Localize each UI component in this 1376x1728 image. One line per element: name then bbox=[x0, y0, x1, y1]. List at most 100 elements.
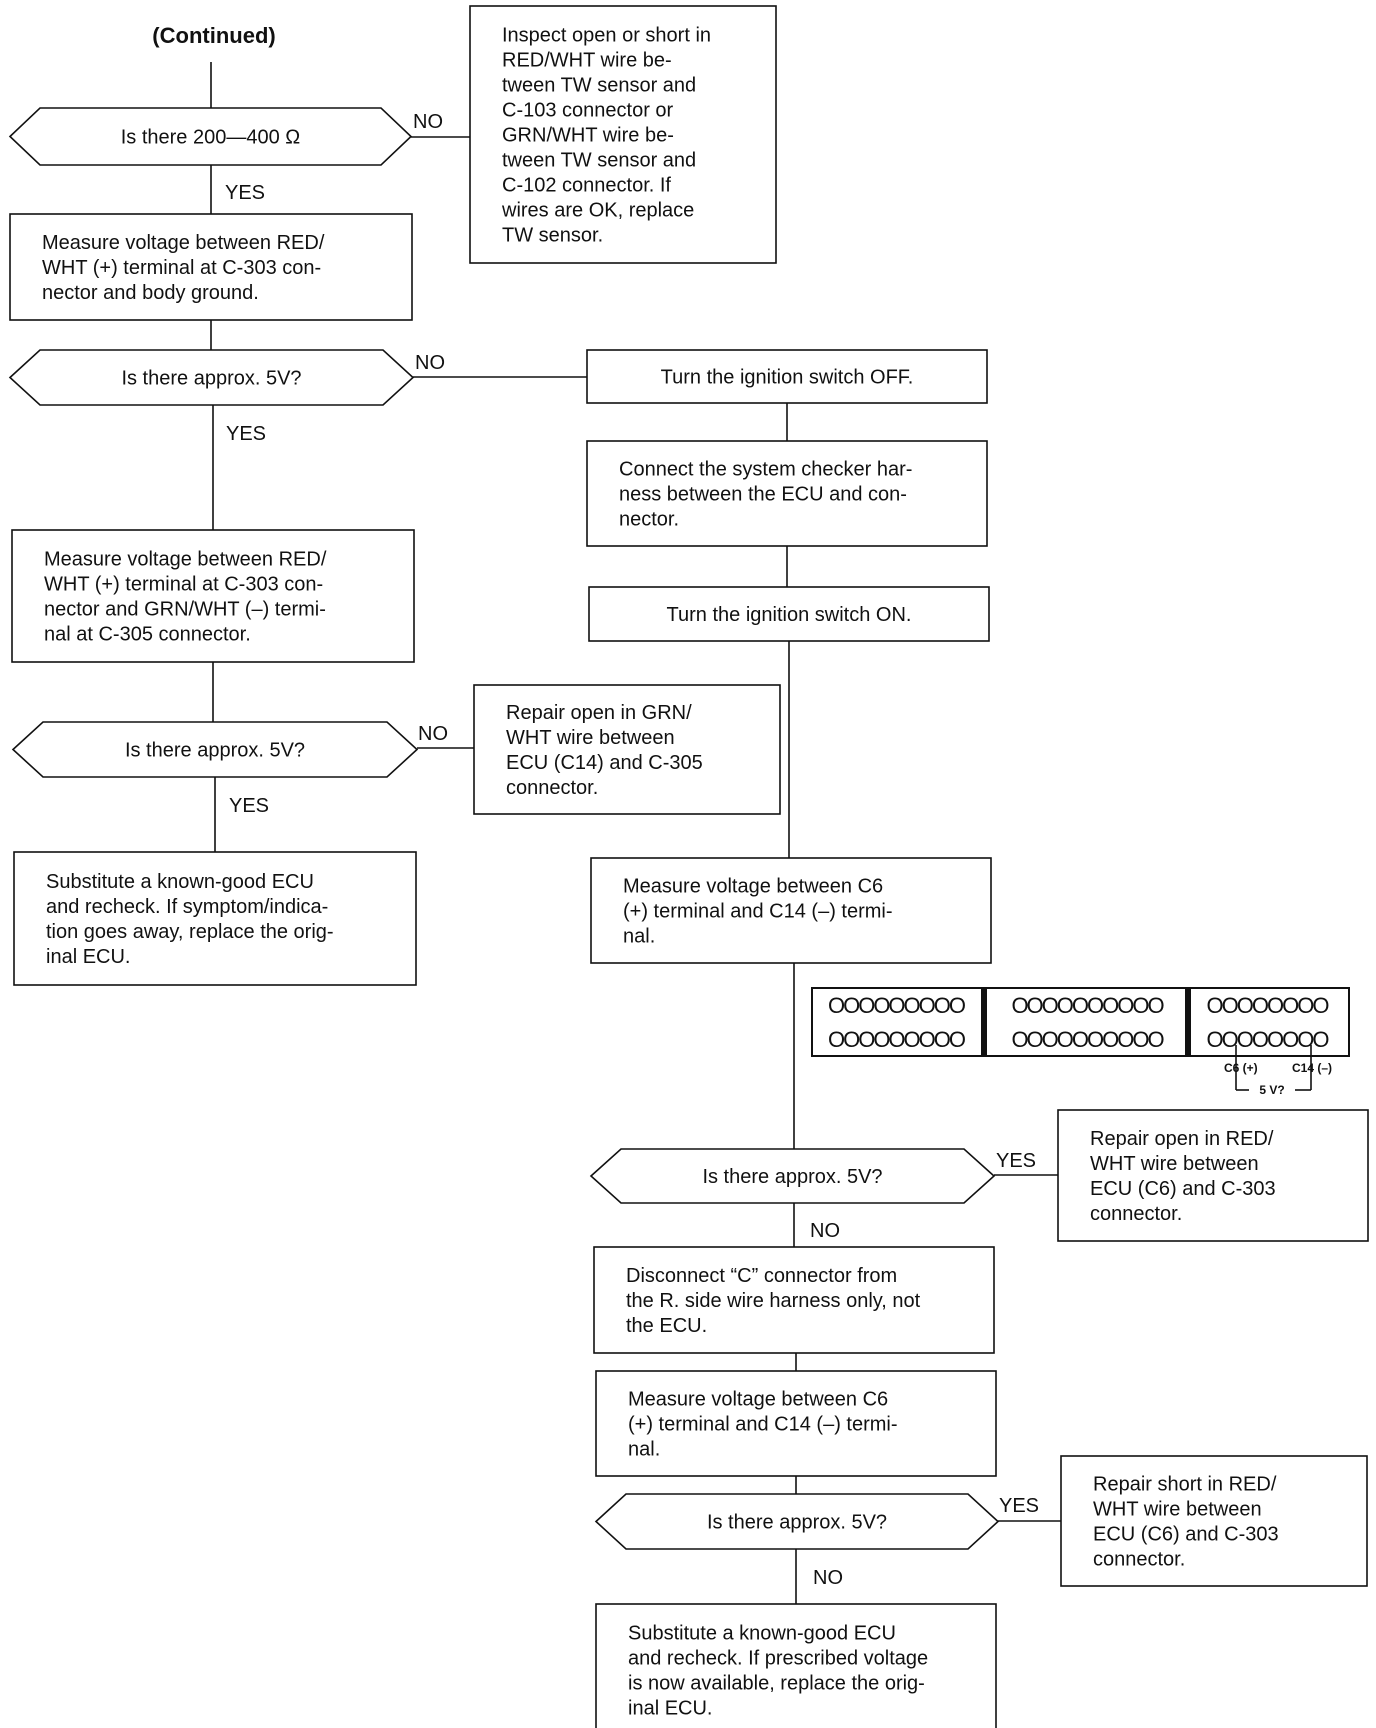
node-text-line: Inspect open or short in bbox=[502, 25, 711, 47]
node-text-line: and recheck. If prescribed voltage bbox=[628, 1648, 928, 1670]
ecu-connector-diagram: OOOOOOOOO OOOOOOOOOO OOOOOOOO OOOOOOOOO … bbox=[811, 987, 1350, 1097]
c6-plus-label: C6 (+) bbox=[1224, 1061, 1258, 1075]
node-text-line: is now available, replace the orig- bbox=[628, 1673, 925, 1695]
node-text-line: tween TW sensor and bbox=[502, 75, 696, 97]
node-text-line: ECU (C6) and C-303 bbox=[1093, 1524, 1279, 1546]
label-yes-q5: YES bbox=[999, 1495, 1039, 1517]
node-text-line: C-102 connector. If bbox=[502, 175, 671, 197]
node-substitute-ecu-2: Substitute a known-good ECU and recheck. … bbox=[595, 1603, 997, 1728]
node-text-line: WHT (+) terminal at C-303 con- bbox=[42, 257, 321, 279]
decision-diamond bbox=[8, 349, 415, 406]
node-text-line: tion goes away, replace the orig- bbox=[46, 921, 334, 943]
label-no-q2: NO bbox=[415, 352, 445, 374]
connector-pin-row: OOOOOOOO bbox=[1207, 993, 1330, 1018]
flow-lines bbox=[210, 62, 1061, 1604]
node-text-line: ness between the ECU and con- bbox=[619, 484, 907, 506]
node-text-line: Substitute a known-good ECU bbox=[628, 1623, 896, 1645]
node-text-line: GRN/WHT wire be- bbox=[502, 125, 674, 147]
node-text-line: the ECU. bbox=[626, 1315, 707, 1337]
node-text-line: connector. bbox=[1093, 1549, 1185, 1571]
node-text-line: Repair short in RED/ bbox=[1093, 1474, 1277, 1496]
node-text-line: C-103 connector or bbox=[502, 100, 674, 122]
node-text-line: Connect the system checker har- bbox=[619, 459, 912, 481]
process-box bbox=[1057, 1109, 1369, 1242]
node-text-line: TW sensor. bbox=[502, 225, 603, 247]
process-box bbox=[13, 851, 417, 986]
node-text-line: ECU (C14) and C-305 bbox=[506, 752, 703, 774]
decision-diamond bbox=[11, 721, 419, 778]
node-text-line: inal ECU. bbox=[46, 946, 130, 968]
node-text-line: and recheck. If symptom/indica- bbox=[46, 896, 328, 918]
c14-minus-label: C14 (–) bbox=[1292, 1061, 1332, 1075]
node-text-line: Is there approx. 5V? bbox=[121, 368, 301, 390]
node-text-line: the R. side wire harness only, not bbox=[626, 1290, 921, 1312]
node-text-line: Measure voltage between RED/ bbox=[44, 549, 327, 571]
node-q1: Is there 200—400 Ω bbox=[8, 107, 413, 166]
node-measure-c6-c14-1: Measure voltage between C6 (+) terminal a… bbox=[590, 857, 992, 964]
node-text-line: Is there 200—400 Ω bbox=[121, 127, 301, 149]
node-text-line: nal at C-305 connector. bbox=[44, 624, 251, 646]
node-text-line: WHT wire between bbox=[1090, 1153, 1259, 1175]
decision-diamond bbox=[8, 107, 413, 166]
process-box bbox=[11, 529, 415, 663]
node-text-line: Measure voltage between C6 bbox=[623, 876, 883, 898]
node-text-line: nector. bbox=[619, 509, 679, 531]
node-disconnect-c: Disconnect “C” connector from the R. side… bbox=[593, 1246, 995, 1354]
node-text-line: Measure voltage between C6 bbox=[628, 1389, 888, 1411]
decision-diamond bbox=[594, 1493, 1000, 1550]
node-text-line: Disconnect “C” connector from bbox=[626, 1265, 897, 1287]
connector-pin-row: OOOOOOOOOO bbox=[1011, 1027, 1164, 1052]
node-measure-c303-c305: Measure voltage between RED/WHT (+) term… bbox=[11, 529, 415, 663]
node-text-line: Is there approx. 5V? bbox=[707, 1512, 887, 1534]
node-text-line: Repair open in GRN/ bbox=[506, 702, 692, 724]
process-box bbox=[9, 213, 413, 321]
node-connect-checker: Connect the system checker har-ness betw… bbox=[586, 440, 988, 547]
node-q3: Is there approx. 5V? bbox=[11, 721, 419, 778]
connector-pin-row: OOOOOOOOO bbox=[828, 1027, 966, 1052]
node-ign-on: Turn the ignition switch ON. bbox=[588, 586, 990, 642]
label-no-q1: NO bbox=[413, 111, 443, 133]
node-text-line: inal ECU. bbox=[628, 1698, 712, 1720]
node-text-line: (+) terminal and C14 (–) termi- bbox=[623, 901, 893, 923]
node-text-line: Turn the ignition switch OFF. bbox=[661, 367, 914, 389]
node-text-line: nector and GRN/WHT (–) termi- bbox=[44, 599, 326, 621]
node-text-line: ECU (C6) and C-303 bbox=[1090, 1178, 1276, 1200]
process-box bbox=[586, 440, 988, 547]
node-q2: Is there approx. 5V? bbox=[8, 349, 415, 406]
node-text-line: Is there approx. 5V? bbox=[125, 740, 305, 762]
node-repair-short-red: Repair short in RED/WHT wire betweenECU … bbox=[1060, 1455, 1368, 1587]
node-text-line: RED/WHT wire be- bbox=[502, 50, 672, 72]
process-box bbox=[593, 1246, 995, 1354]
node-text-line: connector. bbox=[506, 777, 598, 799]
process-box bbox=[595, 1370, 997, 1477]
connector-pin-row: OOOOOOOOO bbox=[828, 993, 966, 1018]
flowchart-nodes: Is there 200—400 Ω Inspect open or short … bbox=[8, 5, 1369, 1728]
node-q4: Is there approx. 5V? bbox=[589, 1148, 996, 1204]
node-measure-c6-c14-2: Measure voltage between C6 (+) terminal a… bbox=[595, 1370, 997, 1477]
connector-pin-row: OOOOOOOOOO bbox=[1011, 993, 1164, 1018]
node-text-line: Turn the ignition switch ON. bbox=[667, 604, 912, 626]
node-text-line: Measure voltage between RED/ bbox=[42, 232, 325, 254]
decision-diamond bbox=[589, 1148, 996, 1204]
node-text-line: WHT wire between bbox=[1093, 1499, 1262, 1521]
node-measure-ground: Measure voltage between RED/WHT (+) term… bbox=[9, 213, 413, 321]
label-yes-q3: YES bbox=[229, 795, 269, 817]
process-box bbox=[469, 5, 777, 264]
node-text-line: nal. bbox=[623, 926, 655, 948]
node-text-line: connector. bbox=[1090, 1203, 1182, 1225]
node-text-line: WHT wire between bbox=[506, 727, 675, 749]
process-box bbox=[595, 1603, 997, 1728]
node-text-line: tween TW sensor and bbox=[502, 150, 696, 172]
continued-heading: (Continued) bbox=[152, 23, 275, 48]
node-text-line: (+) terminal and C14 (–) termi- bbox=[628, 1414, 898, 1436]
process-box bbox=[473, 684, 781, 815]
node-text-line: WHT (+) terminal at C-303 con- bbox=[44, 574, 323, 596]
label-yes-q2: YES bbox=[226, 423, 266, 445]
label-no-q3: NO bbox=[418, 723, 448, 745]
process-box bbox=[590, 857, 992, 964]
node-text-line: Is there approx. 5V? bbox=[702, 1166, 882, 1188]
